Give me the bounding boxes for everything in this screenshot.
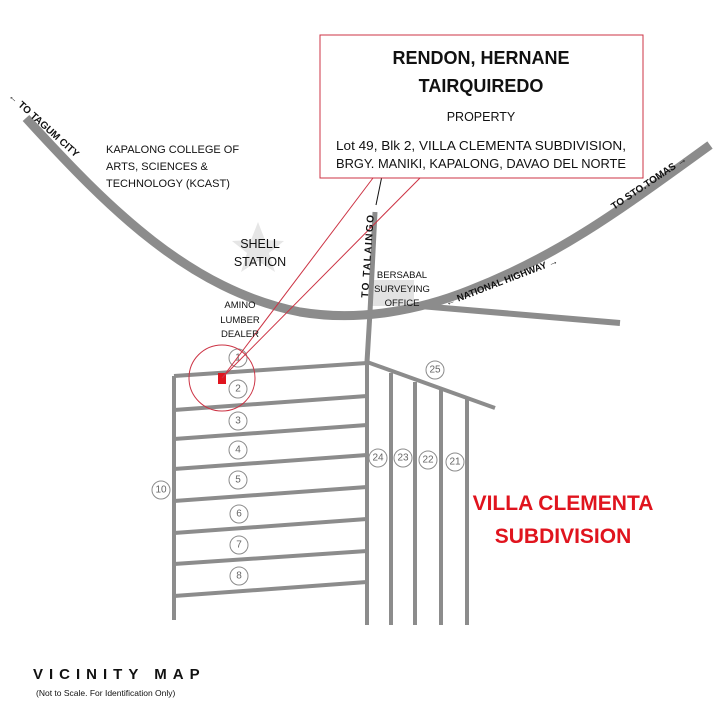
shell-station-label: SHELL STATION [234, 237, 286, 269]
bersabal-office-building [372, 280, 414, 306]
national-highway-road [22, 114, 713, 321]
svg-text:DEALER: DEALER [221, 329, 259, 340]
kcast-label: KAPALONG COLLEGE OF ARTS, SCIENCES & TEC… [106, 144, 239, 190]
vicinity-map-title: VICINITY MAP [33, 666, 206, 683]
svg-text:5: 5 [235, 475, 241, 486]
owner-name-line1: RENDON, HERNANE [392, 48, 569, 68]
callout-box [319, 34, 644, 179]
svg-text:OFFICE: OFFICE [385, 298, 420, 309]
svg-text:10: 10 [155, 485, 167, 496]
svg-text:SHELL: SHELL [240, 237, 280, 251]
callout-leader-line [221, 177, 421, 379]
lot-number-1: 1 [228, 348, 248, 368]
lot-number-25: 25 [425, 360, 445, 380]
vicinity-map-subtitle: (Not to Scale. For Identification Only) [36, 688, 176, 698]
svg-text:LUMBER: LUMBER [220, 315, 260, 326]
svg-text:ARTS, SCIENCES &: ARTS, SCIENCES & [106, 161, 209, 173]
talaingo-road [364, 211, 378, 363]
national-highway-label: ← NATIONAL HIGHWAY → [444, 256, 559, 309]
shell-station-star-icon [232, 222, 284, 272]
lot-number-24: 24 [368, 448, 388, 468]
subdivision-name-line1: VILLA CLEMENTA [473, 492, 654, 515]
bersabal-office-label: BERSABAL SURVEYING OFFICE [374, 270, 430, 309]
property-label: PROPERTY [447, 110, 516, 124]
callout-leader-line [221, 177, 374, 379]
lot-number-10: 10 [151, 480, 171, 500]
amino-lumber-label: AMINO LUMBER DEALER [220, 300, 260, 340]
owner-name-line2: TAIRQUIREDO [419, 76, 544, 96]
svg-text:7: 7 [236, 540, 242, 551]
property-marker[interactable] [218, 373, 226, 384]
svg-text:4: 4 [235, 445, 241, 456]
svg-text:STATION: STATION [234, 255, 286, 269]
subdivision-right-block [366, 360, 496, 625]
svg-text:8: 8 [236, 571, 242, 582]
lot-number-4: 4 [228, 440, 248, 460]
svg-text:TECHNOLOGY (KCAST): TECHNOLOGY (KCAST) [106, 178, 230, 190]
lot-number-2: 2 [228, 379, 248, 399]
to-tagum-label: ← TO TAGUM CITY [6, 91, 81, 160]
svg-text:AMINO: AMINO [224, 300, 255, 311]
svg-text:21: 21 [449, 457, 461, 468]
svg-text:SURVEYING: SURVEYING [374, 284, 430, 295]
svg-text:BERSABAL: BERSABAL [377, 270, 427, 281]
subdivision-left-block [172, 361, 369, 625]
address-line1: Lot 49, Blk 2, VILLA CLEMENTA SUBDIVISIO… [336, 139, 626, 153]
lot-number-6: 6 [229, 504, 249, 524]
svg-text:6: 6 [236, 509, 242, 520]
lot-number-21: 21 [445, 452, 465, 472]
east-branch-road [419, 303, 621, 326]
svg-text:KAPALONG COLLEGE OF: KAPALONG COLLEGE OF [106, 144, 239, 156]
property-highlight-circle [188, 344, 256, 412]
svg-text:25: 25 [429, 365, 441, 376]
lot-number-23: 23 [393, 448, 413, 468]
address-line2: BRGY. MANIKI, KAPALONG, DAVAO DEL NORTE [336, 157, 626, 171]
svg-text:3: 3 [235, 416, 241, 427]
svg-text:23: 23 [397, 453, 409, 464]
lot-number-8: 8 [229, 566, 249, 586]
lot-number-22: 22 [418, 450, 438, 470]
svg-text:2: 2 [235, 384, 241, 395]
lot-number-7: 7 [229, 535, 249, 555]
svg-text:24: 24 [372, 453, 384, 464]
svg-text:1: 1 [235, 353, 241, 364]
lot-number-3: 3 [228, 411, 248, 431]
subdivision-name-line2: SUBDIVISION [495, 525, 632, 548]
lot-number-5: 5 [228, 470, 248, 490]
svg-text:22: 22 [422, 455, 434, 466]
